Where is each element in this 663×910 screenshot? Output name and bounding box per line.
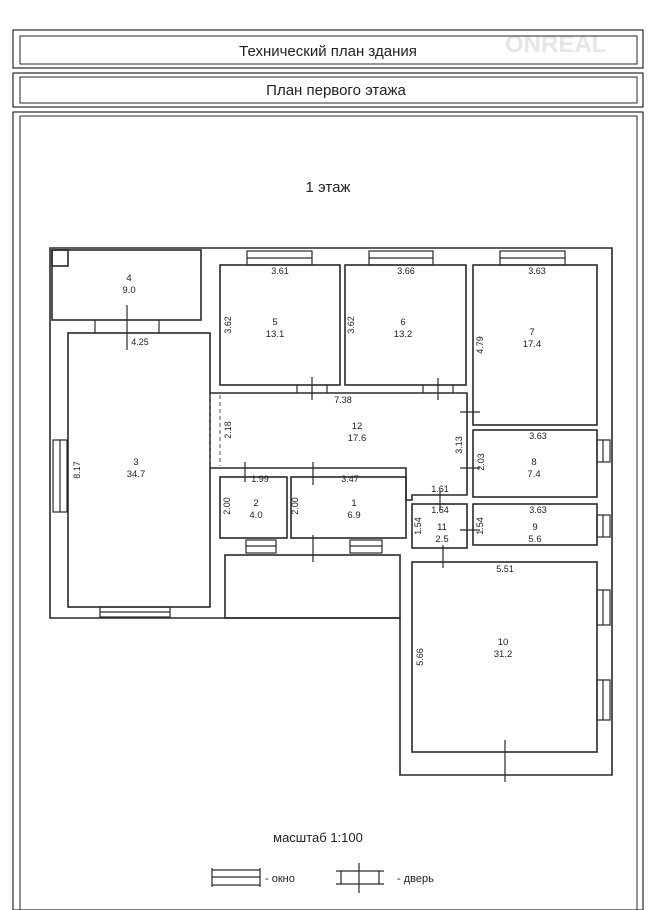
room-area: 7.4 bbox=[527, 469, 540, 480]
room-area: 17.6 bbox=[348, 433, 367, 444]
door-legend-icon bbox=[336, 863, 384, 893]
dimension: 5.51 bbox=[496, 564, 514, 574]
door-legend-label: - дверь bbox=[397, 873, 434, 885]
dimension: 3.47 bbox=[341, 474, 359, 484]
room-number: 10 bbox=[498, 637, 509, 648]
column bbox=[51, 249, 69, 267]
dimension: 8.17 bbox=[72, 461, 82, 479]
title-box bbox=[12, 29, 644, 69]
plan-subtitle: План первого этажа bbox=[266, 82, 406, 99]
dimension: 1.61 bbox=[431, 484, 449, 494]
dimension: 2.00 bbox=[290, 497, 300, 515]
room-area: 31.2 bbox=[494, 649, 513, 660]
room-number: 7 bbox=[529, 327, 534, 338]
scale-label: масштаб 1:100 bbox=[273, 830, 363, 845]
room-area: 2.5 bbox=[435, 534, 448, 545]
dimension: 2.18 bbox=[223, 421, 233, 439]
room-number: 6 bbox=[400, 317, 405, 328]
room-number: 4 bbox=[126, 273, 131, 284]
room-area: 5.6 bbox=[528, 534, 541, 545]
room-area: 17.4 bbox=[523, 339, 542, 350]
room-number: 8 bbox=[531, 457, 536, 468]
room-labels: 4 9.0 3 34.7 5 13.1 6 13.2 7 17.4 12 17.… bbox=[122, 273, 541, 660]
doors bbox=[94, 305, 506, 782]
dimension: 3.66 bbox=[397, 266, 415, 276]
room-area: 4.0 bbox=[249, 510, 262, 521]
room-number: 11 bbox=[437, 522, 447, 533]
dimension: 3.62 bbox=[223, 316, 233, 334]
room-2 bbox=[219, 476, 288, 539]
dimension: 5.66 bbox=[415, 648, 425, 666]
room-number: 9 bbox=[532, 522, 537, 533]
dimension-labels: 3.61 3.66 3.63 4.25 7.38 1.99 3.47 3.63 … bbox=[72, 266, 547, 666]
floor-label: 1 этаж bbox=[306, 179, 351, 196]
terrace bbox=[224, 554, 401, 619]
subtitle-box bbox=[12, 72, 644, 108]
window-legend-icon bbox=[211, 868, 261, 887]
dimension: 3.63 bbox=[528, 266, 546, 276]
room-number: 2 bbox=[253, 498, 258, 509]
dimension: 3.13 bbox=[454, 436, 464, 454]
drawing-frame bbox=[12, 111, 644, 910]
dimension: 4.25 bbox=[131, 337, 149, 347]
dimension: 1.99 bbox=[251, 474, 269, 484]
plan-title: Технический план здания bbox=[239, 43, 417, 60]
dimension: 4.79 bbox=[475, 336, 485, 354]
dimension: 1.54 bbox=[475, 517, 485, 535]
windows bbox=[52, 250, 611, 721]
room-number: 1 bbox=[351, 498, 356, 509]
room-area: 13.1 bbox=[266, 329, 285, 340]
dimension: 3.62 bbox=[346, 316, 356, 334]
room-8 bbox=[472, 429, 598, 498]
dimension: 1.64 bbox=[431, 505, 449, 515]
dimension: 7.38 bbox=[334, 395, 352, 405]
dimension: 2.03 bbox=[476, 453, 486, 471]
outer-wall bbox=[49, 247, 613, 776]
room-area: 13.2 bbox=[394, 329, 413, 340]
room-number: 12 bbox=[352, 421, 363, 432]
room-5 bbox=[219, 264, 341, 386]
dimension: 3.61 bbox=[271, 266, 289, 276]
watermark-logo: ONREAL bbox=[505, 31, 606, 58]
window-legend-label: - окно bbox=[265, 873, 295, 885]
room-12 bbox=[210, 392, 468, 501]
dimension: 3.63 bbox=[529, 431, 547, 441]
dimension: 1.54 bbox=[413, 517, 423, 535]
dimension: 3.63 bbox=[529, 505, 547, 515]
dimension: 2.00 bbox=[222, 497, 232, 515]
room-area: 34.7 bbox=[127, 469, 146, 480]
room-area: 6.9 bbox=[347, 510, 360, 521]
room-area: 9.0 bbox=[122, 285, 135, 296]
room-number: 5 bbox=[272, 317, 277, 328]
room-1 bbox=[290, 476, 407, 539]
room-number: 3 bbox=[133, 457, 138, 468]
